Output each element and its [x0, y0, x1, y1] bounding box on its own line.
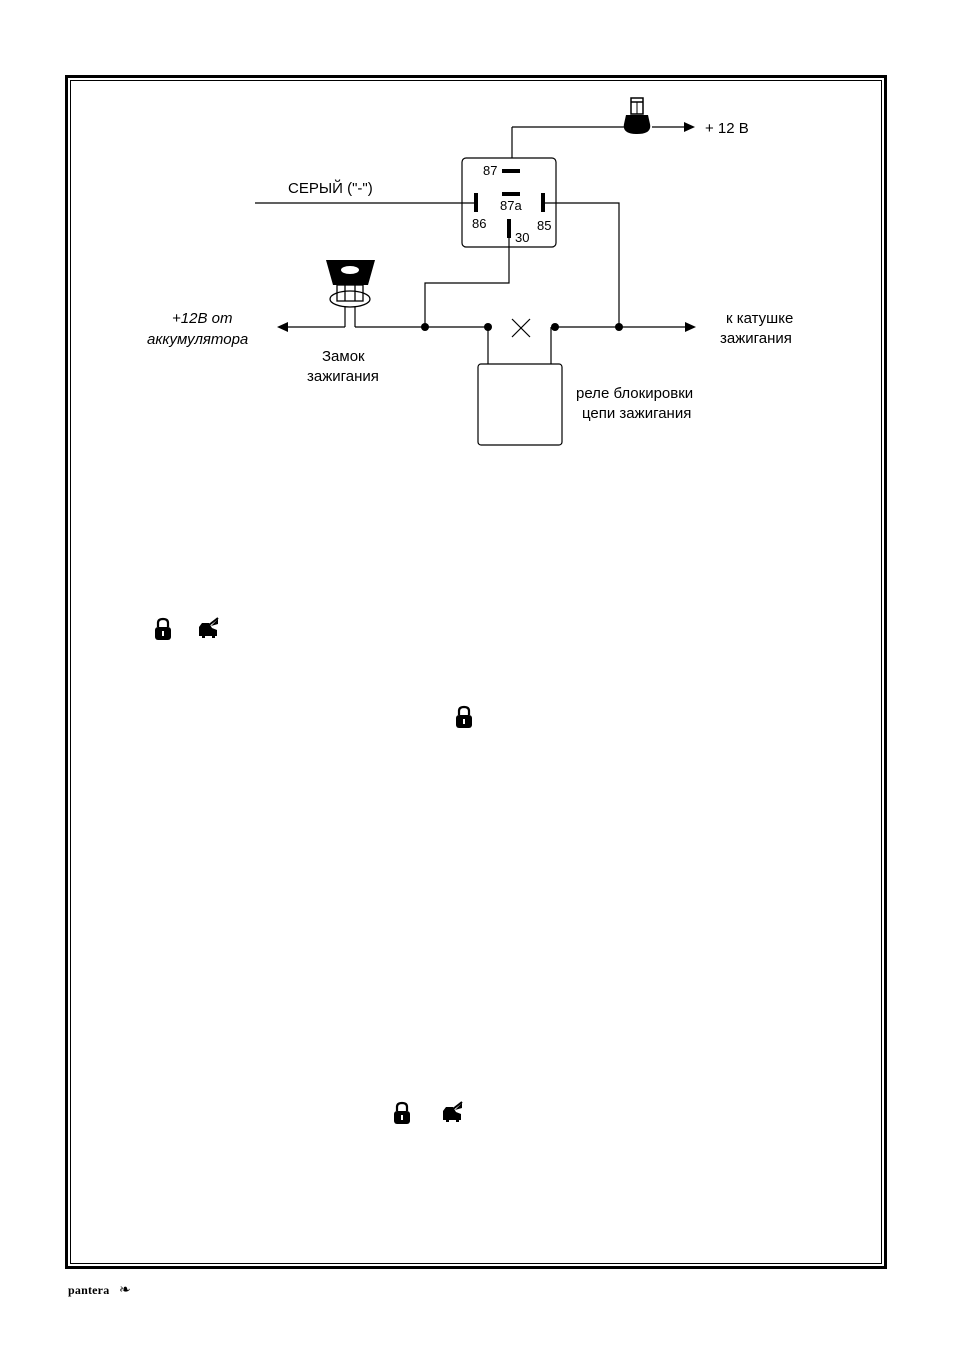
relay-pin-86: 86: [472, 216, 486, 231]
wire-pin-30: [425, 238, 509, 327]
coil-label-line1: к катушке: [726, 310, 793, 327]
car-trunk-icon: [199, 618, 218, 638]
battery-label-line1: +12В от: [172, 310, 232, 327]
main-line: [277, 319, 696, 337]
ignition-switch-label-line1: Замок: [322, 348, 365, 365]
lock-icon: [394, 1103, 410, 1124]
blocking-relay-label-line1: реле блокировки: [576, 385, 693, 402]
relay-pin-87a: 87a: [500, 198, 522, 213]
coil-label-line2: зажигания: [720, 330, 792, 347]
lock-icon: [456, 707, 472, 728]
lock-icon: [155, 619, 171, 640]
brand-logo: pantera: [68, 1283, 109, 1298]
blocking-relay-label-line2: цепи зажигания: [582, 405, 691, 422]
relay-pin-85: 85: [537, 218, 551, 233]
fuse-icon: [624, 98, 650, 134]
battery-label-line2: аккумулятора: [147, 331, 248, 348]
car-trunk-icon: [443, 1102, 462, 1122]
grey-wire-label: СЕРЫЙ ("-"): [288, 179, 373, 197]
relay-pin-30: 30: [515, 230, 529, 245]
panther-logo-icon: ❧: [119, 1281, 131, 1298]
blocking-relay-box: [478, 327, 562, 445]
ignition-switch-icon: [326, 260, 375, 327]
relay-pin-87: 87: [483, 163, 497, 178]
plus-12v-label: + 12 В: [705, 120, 749, 137]
ignition-switch-label-line2: зажигания: [307, 368, 379, 385]
